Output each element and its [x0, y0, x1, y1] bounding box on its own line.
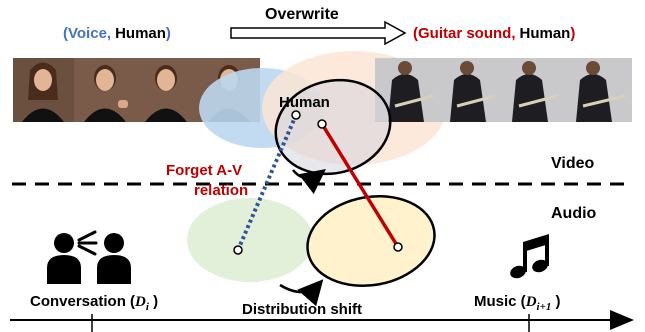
guitarist-video-frames [375, 58, 632, 122]
new-av-link [320, 123, 400, 248]
people-talking-icon [47, 230, 131, 284]
audio-label: Audio [551, 205, 597, 222]
overwrite-arrow [230, 20, 407, 46]
left-pair-label: (Voice,Human) [63, 25, 171, 42]
guitar-video-point [317, 119, 327, 129]
human-visual-cluster [274, 78, 392, 176]
forget-label-line2: relation [194, 182, 248, 199]
voice-audio-point [233, 245, 243, 255]
conversation-label: Conversation (Di ) [30, 293, 158, 313]
voice-audio-cloud [187, 198, 313, 282]
forget-label-line1: Forget A-V [166, 162, 242, 179]
forgotten-av-link [236, 114, 298, 251]
audio-shift-arrow [279, 279, 324, 307]
distribution-shift-label: Distribution shift [242, 301, 362, 318]
voice-video-point [291, 110, 301, 120]
music-note-icon [510, 234, 549, 279]
guitar-audio-point [393, 242, 403, 252]
video-label: Video [551, 155, 595, 172]
right-pair-label: (Guitar sound,Human) [413, 25, 575, 42]
video-shift-arrow [292, 168, 326, 195]
music-label: Music (Di+1 ) [474, 293, 561, 313]
overwrite-label: Overwrite [265, 6, 339, 23]
human-label: Human [279, 94, 330, 111]
guitar-audio-cluster [306, 195, 436, 287]
